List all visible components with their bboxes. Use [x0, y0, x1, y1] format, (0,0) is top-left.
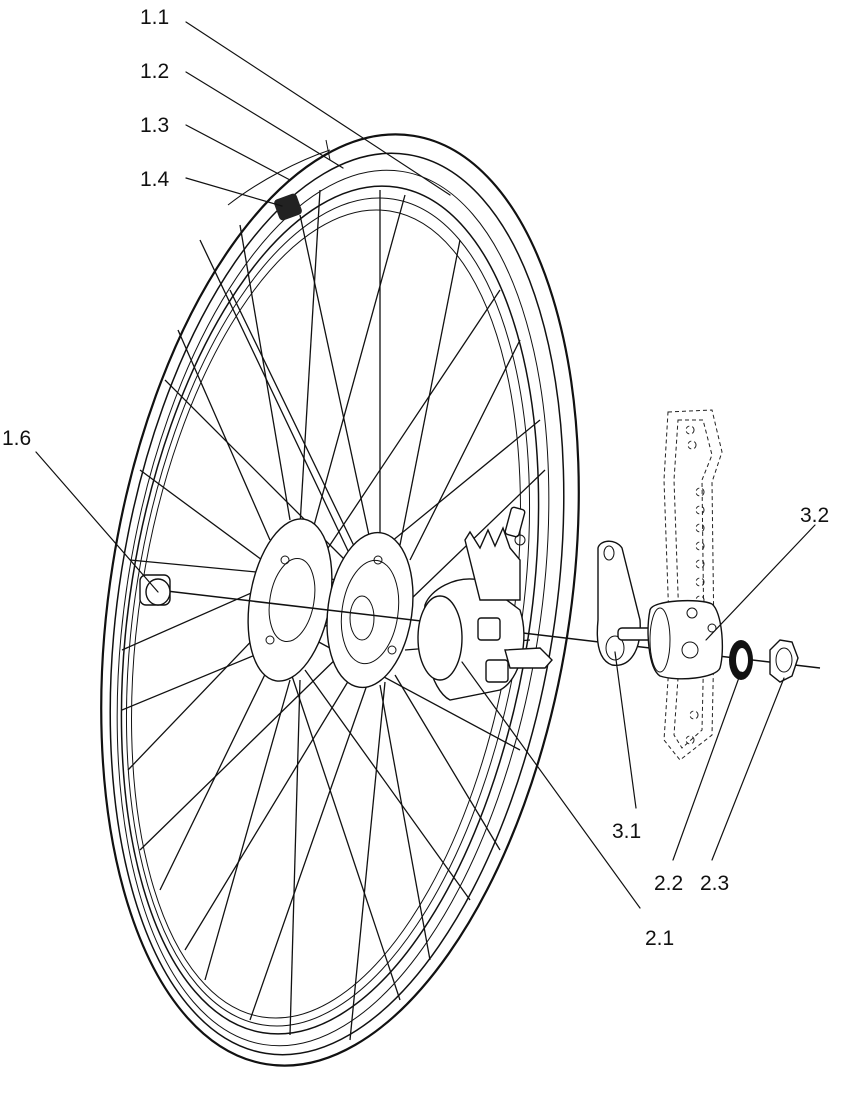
label-2-2: 2.2	[654, 872, 683, 895]
label-2-1: 2.1	[645, 927, 674, 950]
washer	[729, 640, 753, 680]
label-1-1: 1.1	[140, 6, 169, 29]
valve	[274, 193, 302, 221]
label-3-2: 3.2	[800, 504, 829, 527]
nut	[769, 639, 799, 683]
label-1-3: 1.3	[140, 114, 169, 137]
label-3-1: 3.1	[612, 820, 641, 843]
bracket-plate	[596, 540, 641, 666]
tire	[100, 133, 580, 1067]
hub	[247, 518, 414, 689]
leader-lines	[35, 21, 816, 909]
label-1-2: 1.2	[140, 60, 169, 83]
label-1-6: 1.6	[2, 427, 31, 450]
frame-dropout-dashed	[663, 409, 723, 761]
label-2-3: 2.3	[700, 872, 729, 895]
brake-unit	[417, 506, 553, 701]
adapter-block	[617, 599, 724, 680]
label-1-4: 1.4	[140, 168, 170, 191]
